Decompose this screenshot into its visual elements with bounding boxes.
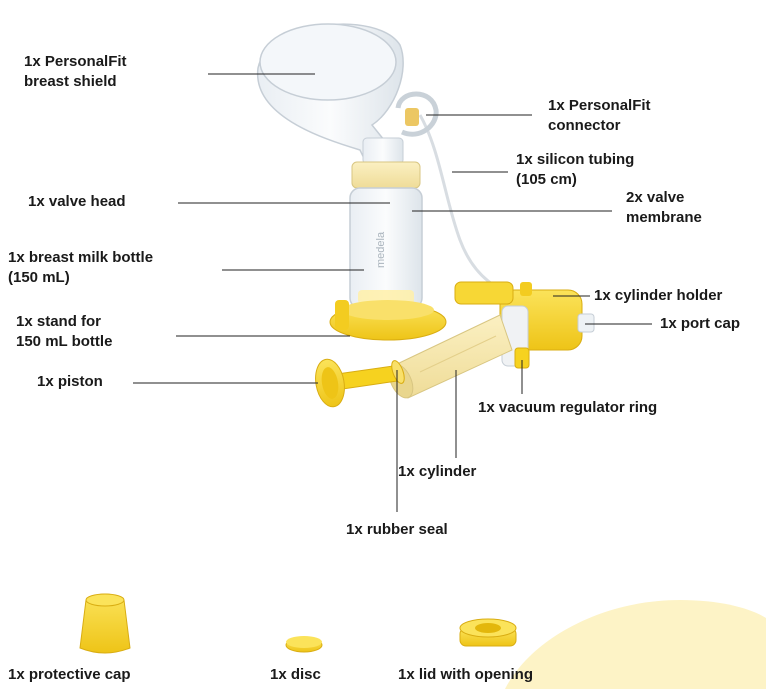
label-milk-bottle: 1x breast milk bottle (150 mL): [8, 248, 153, 288]
label-stand: 1x stand for 150 mL bottle: [16, 312, 112, 352]
silicon-tubing: [420, 115, 520, 298]
label-breast-shield: 1x PersonalFit breast shield: [24, 52, 127, 92]
bottle-stand: [330, 300, 446, 340]
bottle-print: medela: [375, 231, 387, 268]
label-tubing: 1x silicon tubing (105 cm): [516, 150, 634, 190]
label-vacuum-ring: 1x vacuum regulator ring: [478, 398, 657, 418]
label-cylinder: 1x cylinder: [398, 462, 476, 482]
lid-with-opening: [460, 619, 516, 646]
port-cap: [578, 314, 594, 332]
personalfit-connector: [398, 94, 436, 134]
disc: [286, 636, 322, 652]
label-valve-membrane: 2x valve membrane: [626, 188, 702, 228]
label-disc: 1x disc: [270, 665, 321, 685]
label-cylinder-holder: 1x cylinder holder: [594, 286, 722, 306]
label-valve-head: 1x valve head: [28, 192, 126, 212]
protective-cap: [80, 594, 130, 653]
label-piston: 1x piston: [37, 372, 103, 392]
breast-milk-bottle: medela: [350, 188, 422, 308]
label-port-cap: 1x port cap: [660, 314, 740, 334]
piston: [312, 357, 404, 409]
label-protective-cap: 1x protective cap: [8, 665, 131, 685]
label-rubber-seal: 1x rubber seal: [346, 520, 448, 540]
label-lid: 1x lid with opening: [398, 665, 533, 685]
label-connector: 1x PersonalFit connector: [548, 96, 651, 136]
